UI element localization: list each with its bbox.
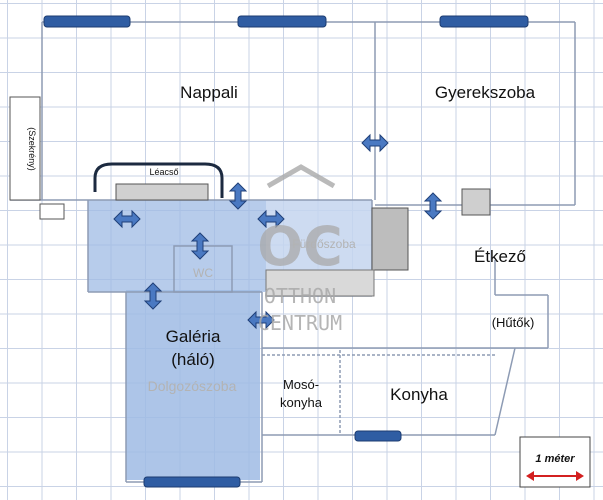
door-arrow-stairs	[228, 182, 248, 210]
door-arrows	[113, 133, 443, 330]
window-top-3	[439, 15, 529, 28]
watermark-line2: CENTRUM	[258, 311, 342, 335]
room-label-galeria: Galéria	[166, 327, 221, 346]
door-arrow-bathroom	[257, 209, 285, 229]
bath-fixture	[371, 207, 409, 271]
window-top-1	[43, 15, 131, 28]
window-top-2	[237, 15, 327, 28]
scale-box: 1 méter	[519, 436, 591, 488]
scale-arrow-icon	[526, 471, 584, 481]
galeria-highlight	[88, 200, 372, 480]
door-arrow-gyerekszoba	[361, 133, 389, 153]
watermark-roof-icon	[266, 164, 336, 189]
windows	[43, 15, 529, 488]
room-label-halo: (háló)	[171, 350, 214, 369]
room-label-konyha: Konyha	[390, 385, 448, 404]
room-label-wc: WC	[193, 266, 213, 280]
scale-label: 1 méter	[535, 453, 575, 465]
room-label-nappali: Nappali	[180, 83, 238, 102]
room-labels: Nappali Gyerekszoba Étkező Galéria (háló…	[148, 83, 536, 410]
stairs: Léacső	[93, 162, 224, 201]
szekreny-label: (Szekrény)	[27, 127, 37, 171]
room-label-moso-2: konyha	[280, 395, 323, 410]
door-arrow-galeria	[143, 282, 163, 310]
fridge-box	[461, 188, 491, 216]
window-konyha	[354, 430, 402, 442]
door-arrow-gallery-left	[113, 209, 141, 229]
door-arrow-etkezo	[423, 192, 443, 220]
door-arrow-galeria-right	[247, 310, 275, 330]
watermark-logo: OC	[257, 215, 343, 278]
window-bottom-galeria	[143, 476, 241, 488]
stairs-label: Léacső	[149, 167, 178, 177]
small-cabinet	[39, 203, 65, 220]
room-label-moso-1: Mosó-	[283, 377, 319, 392]
room-label-hutok: (Hűtők)	[492, 315, 535, 330]
fixtures	[39, 188, 491, 297]
room-label-gyerekszoba: Gyerekszoba	[435, 83, 536, 102]
bathroom-floor-strip	[265, 269, 375, 297]
door-arrow-wc	[190, 232, 210, 260]
watermark: OC OTTHON CENTRUM	[257, 164, 343, 335]
watermark-line1: OTTHON	[264, 284, 336, 308]
room-label-furdoszoba: Fürdőszoba	[292, 237, 356, 251]
room-label-etkezo: Étkező	[474, 247, 526, 266]
szekreny-box: (Szekrény)	[9, 96, 41, 201]
room-label-dolgozoszoba: Dolgozószoba	[148, 378, 237, 394]
